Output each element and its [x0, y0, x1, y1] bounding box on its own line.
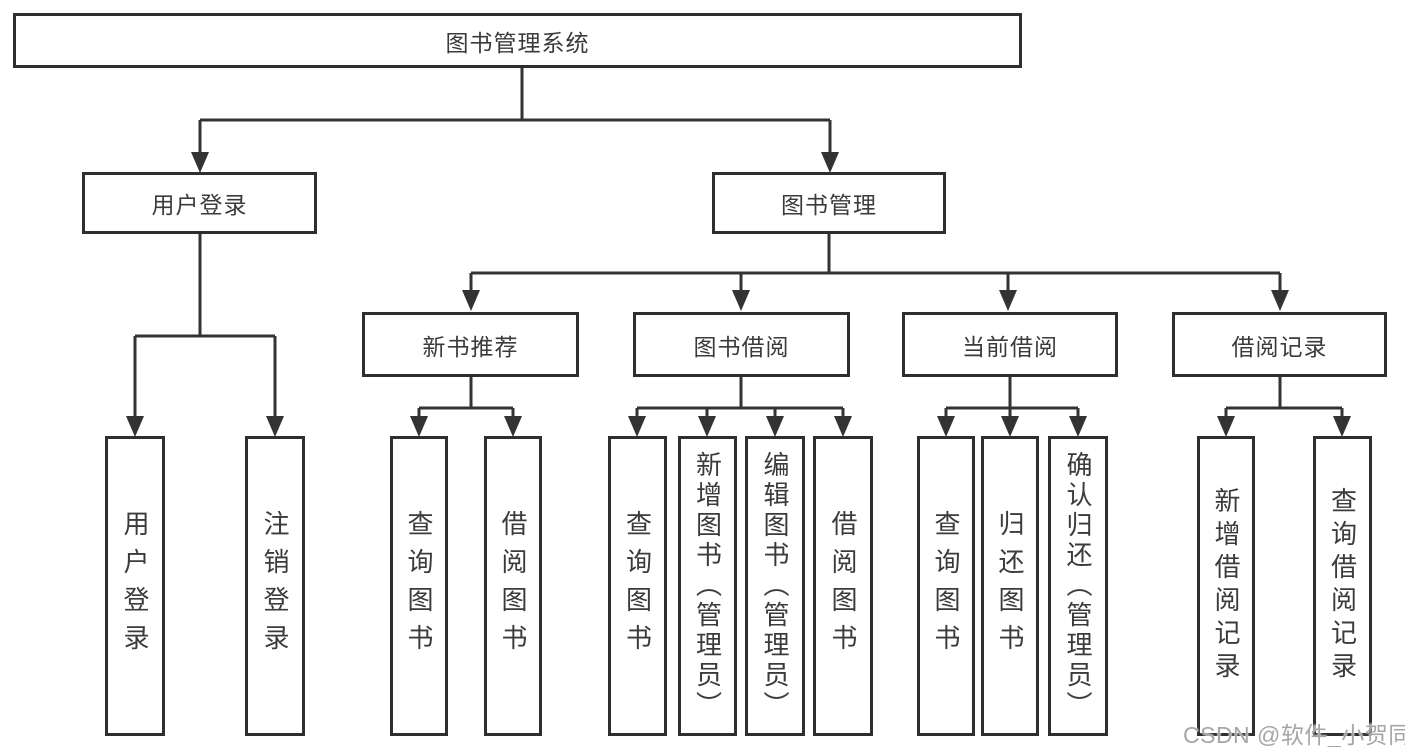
leaf-query-books-recommend-label: 查询图书 — [404, 510, 434, 662]
leaf-logout: 注销登录 — [245, 436, 305, 736]
leaf-borrow-books-borrowing: 借阅图书 — [813, 436, 873, 736]
node-root: 图书管理系统 — [13, 13, 1022, 68]
node-book-borrowing-label: 图书借阅 — [693, 333, 790, 360]
leaf-add-borrow-record: 新增借阅记录 — [1197, 436, 1255, 736]
watermark: CSDN @软件_小贺同学 — [1183, 722, 1405, 747]
leaf-confirm-return-admin: 确认归还（管理员） — [1048, 436, 1108, 736]
node-book-borrowing: 图书借阅 — [633, 312, 850, 377]
node-root-label: 图书管理系统 — [445, 29, 590, 56]
leaf-edit-books-admin-label: 编辑图书（管理员） — [760, 451, 790, 721]
node-new-book-recommend-label: 新书推荐 — [422, 333, 519, 360]
leaf-confirm-return-admin-label: 确认归还（管理员） — [1063, 451, 1093, 721]
node-book-management: 图书管理 — [712, 172, 946, 234]
leaf-add-books-admin-label: 新增图书（管理员） — [692, 451, 723, 721]
node-borrow-records-label: 借阅记录 — [1231, 333, 1328, 360]
leaf-borrow-books-recommend: 借阅图书 — [484, 436, 542, 736]
leaf-query-borrow-record: 查询借阅记录 — [1313, 436, 1372, 736]
node-book-management-label: 图书管理 — [781, 192, 877, 218]
node-current-borrowing: 当前借阅 — [902, 312, 1118, 377]
leaf-edit-books-admin: 编辑图书（管理员） — [745, 436, 805, 736]
leaf-query-books-current: 查询图书 — [917, 436, 975, 736]
leaf-borrow-books-borrowing-label: 借阅图书 — [828, 510, 858, 662]
node-current-borrowing-label: 当前借阅 — [962, 333, 1058, 360]
leaf-logout-label: 注销登录 — [260, 510, 290, 662]
leaf-add-borrow-record-label: 新增借阅记录 — [1211, 487, 1241, 685]
leaf-return-books-label: 归还图书 — [995, 510, 1025, 662]
leaf-query-books-borrowing-label: 查询图书 — [622, 510, 653, 662]
leaf-query-borrow-record-label: 查询借阅记录 — [1327, 487, 1358, 685]
node-borrow-records: 借阅记录 — [1172, 312, 1387, 377]
leaf-query-books-current-label: 查询图书 — [931, 510, 961, 662]
node-new-book-recommend: 新书推荐 — [362, 312, 579, 377]
leaf-borrow-books-recommend-label: 借阅图书 — [498, 510, 528, 662]
leaf-add-books-admin: 新增图书（管理员） — [678, 436, 737, 736]
leaf-query-books-recommend: 查询图书 — [390, 436, 448, 736]
leaf-query-books-borrowing: 查询图书 — [608, 436, 667, 736]
leaf-user-login-label: 用户登录 — [120, 510, 150, 662]
node-user-login: 用户登录 — [82, 172, 317, 234]
leaf-user-login: 用户登录 — [105, 436, 165, 736]
leaf-return-books: 归还图书 — [981, 436, 1039, 736]
node-user-login-label: 用户登录 — [151, 192, 248, 218]
